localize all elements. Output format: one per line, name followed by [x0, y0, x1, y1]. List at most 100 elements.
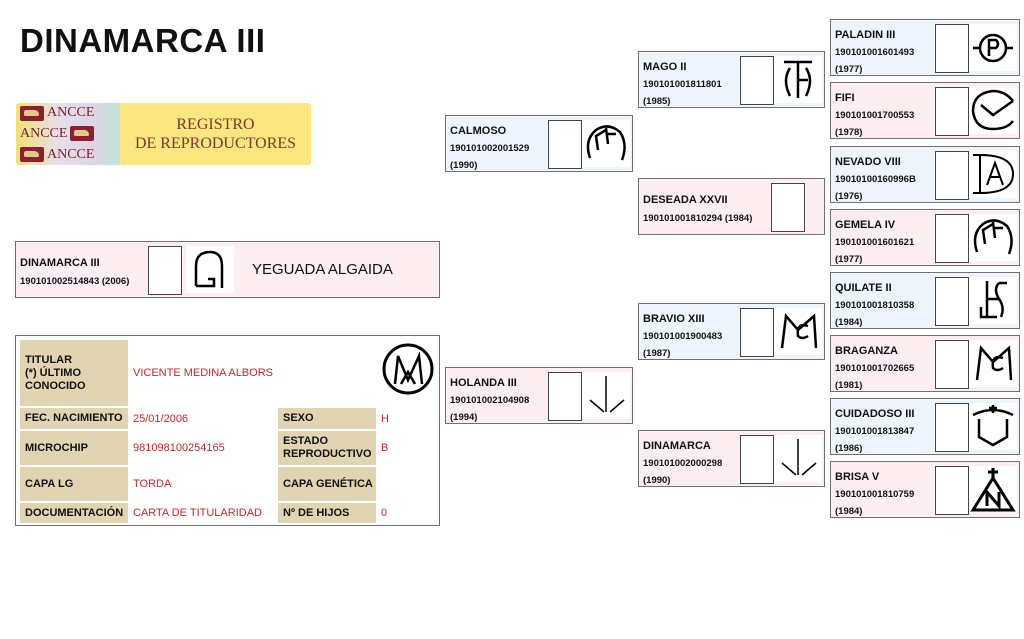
horse-name: CUIDADOSO III	[835, 408, 915, 420]
horse-name: DESEADA XXVII	[643, 194, 728, 206]
horse-name: BRAGANZA	[835, 345, 898, 357]
logo-text: ANCCE	[47, 146, 95, 162]
offspring-count-label: Nº DE HIJOS	[278, 503, 376, 523]
horse-birth-year: (1987)	[643, 348, 671, 359]
pedigree-card-deseada-xxvii[interactable]: DESEADA XXVII 190101001810294 (1984)	[638, 178, 825, 235]
horse-photo[interactable]	[935, 214, 969, 263]
horse-name: PALADIN III	[835, 29, 896, 41]
pedigree-card-calmoso[interactable]: CALMOSO 190101002001529 (1990)	[445, 115, 633, 172]
horse-photo[interactable]	[935, 340, 969, 389]
horse-name: HOLANDA III	[450, 377, 517, 389]
t-circle-brand-icon	[774, 56, 822, 103]
horse-photo[interactable]	[548, 372, 582, 421]
triangle-n-brand-icon	[969, 466, 1017, 513]
arch-brand-icon	[186, 246, 234, 293]
pedigree-card-quilate-ii[interactable]: QUILATE II 190101001810358 (1984)	[830, 272, 1020, 329]
arrow-lines-brand-icon	[774, 435, 822, 482]
horse-birth-year: (1990)	[450, 160, 478, 171]
horse-icon	[70, 126, 95, 142]
horse-info-table: TITULAR (*) ÚLTIMO CONOCIDO VICENTE MEDI…	[15, 335, 440, 526]
horse-id: 190101001813847	[835, 426, 915, 437]
arrow-lines-brand-icon	[582, 372, 630, 419]
reproductive-status-label: ESTADO REPRODUCTIVO	[278, 431, 376, 465]
horse-birth-year: (1994)	[450, 412, 478, 423]
pedigree-card-cuidadoso-iii[interactable]: CUIDADOSO III 190101001813847 (1986)	[830, 398, 1020, 455]
horse-icon	[20, 147, 44, 163]
horse-id: 190101002001529	[450, 143, 530, 154]
genetic-coat-label: CAPA GENÉTICA	[278, 467, 376, 501]
m-c-brand-icon	[969, 340, 1017, 387]
horse-photo[interactable]	[548, 120, 582, 169]
horse-name: GEMELA IV	[835, 219, 896, 231]
horse-photo[interactable]	[935, 277, 969, 326]
horse-photo[interactable]	[935, 466, 969, 515]
horse-birth-year: (1977)	[835, 254, 863, 265]
horse-birth-year: (1984)	[835, 506, 863, 517]
microchip-value: 981098100254165	[133, 442, 225, 454]
horse-id: 190101001810358	[835, 300, 915, 311]
sex-value: H	[381, 412, 389, 425]
subject-horse-card[interactable]: DINAMARCA III 190101002514843 (2006) YEG…	[15, 241, 440, 298]
horse-birth-year: (1990)	[643, 475, 671, 486]
horse-birth-year: (1984)	[835, 317, 863, 328]
horse-id: 190101002104908	[450, 395, 530, 406]
pedigree-card-paladin-iii[interactable]: PALADIN III 190101001601493 (1977)	[830, 19, 1020, 76]
pedigree-card-bravio-xiii[interactable]: BRAVIO XIII 190101001900483 (1987)	[638, 303, 825, 360]
horse-id: 190101001810294 (1984)	[643, 213, 753, 224]
horse-name: BRAVIO XIII	[643, 313, 705, 325]
horse-birth-year: (1985)	[643, 96, 671, 107]
horse-photo[interactable]	[740, 56, 774, 105]
pedigree-card-fifi[interactable]: FIFI 190101001700553 (1978)	[830, 82, 1020, 139]
horse-id: 190101001811801	[643, 79, 722, 90]
horse-photo[interactable]	[771, 183, 805, 232]
logo-title-line2: DE REPRODUCTORES	[134, 135, 297, 152]
pedigree-card-dinamarca[interactable]: DINAMARCA 190101002000298 (1990)	[638, 430, 825, 487]
horse-name: NEVADO VIII	[835, 156, 901, 168]
page-title: DINAMARCA III	[20, 22, 266, 59]
horse-id: 190101001810759	[835, 489, 915, 500]
horse-birth-year: (1981)	[835, 380, 863, 391]
anchor-h-brand-icon	[969, 277, 1017, 324]
circle-rf-brand-icon	[582, 120, 630, 167]
horse-photo[interactable]	[740, 308, 774, 357]
microchip-label: MICROCHIP	[20, 431, 128, 465]
horse-birth-year: (1977)	[835, 64, 863, 75]
offspring-count-value: 0	[381, 507, 388, 519]
horse-photo[interactable]	[935, 151, 969, 200]
horse-photo[interactable]	[935, 24, 969, 73]
breeder-name: YEGUADA ALGAIDA	[252, 261, 393, 278]
horse-id: 190101002514843 (2006)	[20, 276, 130, 287]
horse-id: 190101001700553	[835, 110, 915, 121]
pedigree-card-braganza[interactable]: BRAGANZA 190101001702665 (1981)	[830, 335, 1020, 392]
horse-name: DINAMARCA III	[20, 257, 100, 269]
horse-name: CALMOSO	[450, 125, 507, 137]
coat-label: CAPA LG	[20, 467, 128, 501]
logo-title-line1: REGISTRO	[176, 116, 255, 133]
documentation-label: DOCUMENTACIÓN	[20, 503, 128, 523]
check-circle-brand-icon	[969, 87, 1017, 134]
birth-date-value: 25/01/2006	[133, 412, 189, 425]
horse-name: FIFI	[835, 92, 855, 104]
horse-birth-year: (1986)	[835, 443, 863, 454]
shield-cross-brand-icon	[969, 403, 1017, 450]
horse-photo[interactable]	[740, 435, 774, 484]
circle-rf-brand-icon	[969, 214, 1017, 261]
pedigree-card-gemela-iv[interactable]: GEMELA IV 190101001601621 (1977)	[830, 209, 1020, 266]
horse-photo[interactable]	[935, 403, 969, 452]
horse-photo[interactable]	[148, 246, 182, 295]
horse-name: DINAMARCA	[643, 440, 711, 452]
pedigree-card-mago-ii[interactable]: MAGO II 190101001811801 (1985)	[638, 51, 825, 108]
pedigree-card-holanda-iii[interactable]: HOLANDA III 190101002104908 (1994)	[445, 367, 633, 424]
i-a-brand-icon	[969, 151, 1017, 198]
pedigree-card-nevado-viii[interactable]: NEVADO VIII 19010100160996B (1976)	[830, 146, 1020, 203]
horse-birth-year: (1978)	[835, 127, 863, 138]
genetic-coat-value	[376, 467, 426, 501]
pedigree-card-brisa-v[interactable]: BRISA V 190101001810759 (1984)	[830, 461, 1020, 518]
m-c-brand-icon	[774, 308, 822, 355]
horse-icon	[20, 105, 44, 121]
p-circle-brand-icon	[969, 24, 1017, 71]
horse-photo[interactable]	[935, 87, 969, 136]
horse-id: 190101001601621	[835, 237, 915, 248]
horse-id: 19010100160996B	[835, 174, 916, 185]
horse-birth-year: (1976)	[835, 191, 863, 202]
